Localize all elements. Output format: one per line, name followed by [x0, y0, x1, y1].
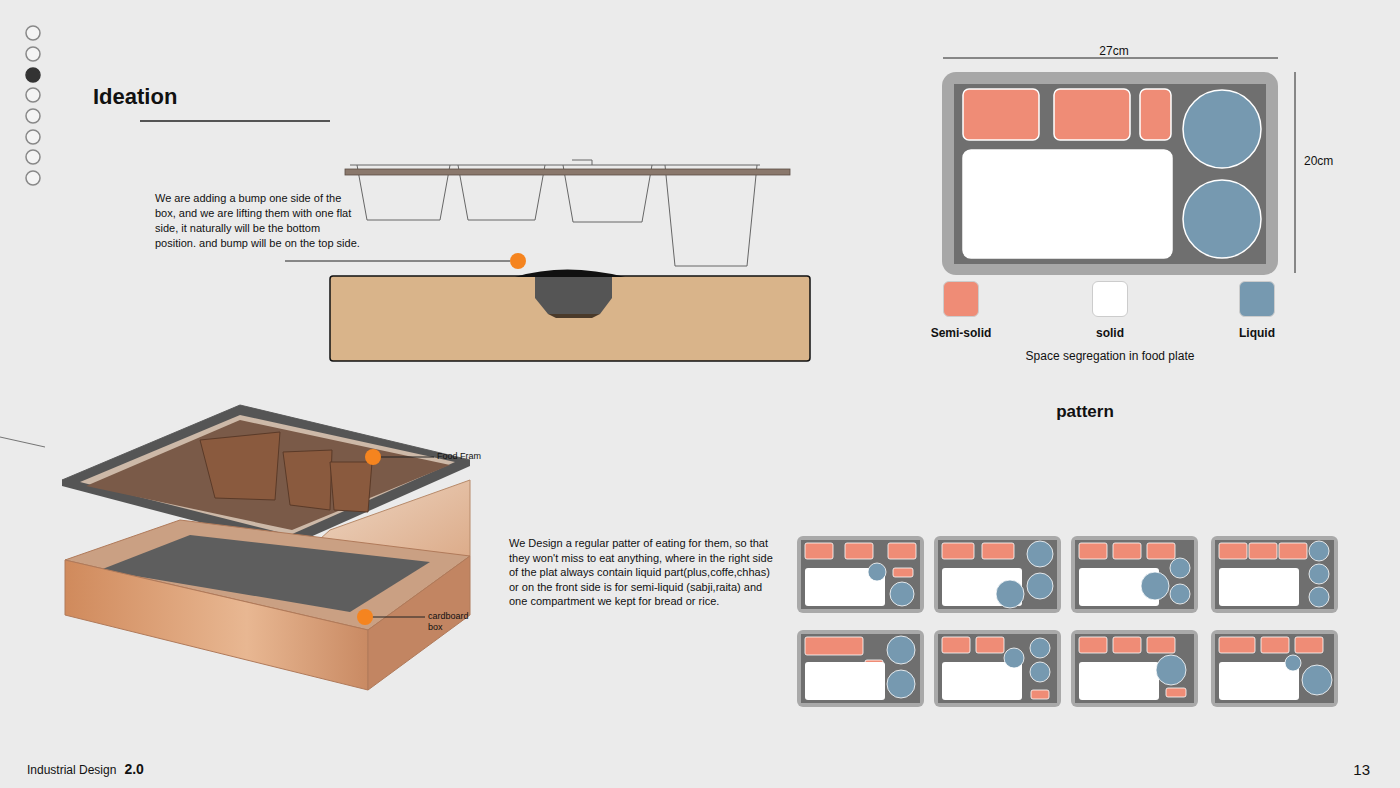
dimension: 27cm: [1099, 44, 1128, 58]
section-heading: pattern: [1056, 402, 1114, 422]
legend-label: Liquid: [1239, 326, 1275, 340]
note-text: We Design a regular patter of eating for…: [509, 536, 781, 609]
page-number: 13: [1353, 761, 1370, 778]
legend-swatch: [1092, 281, 1128, 317]
figure-caption: Space segregation in food plate: [1026, 349, 1195, 363]
footer-text: 2.0: [124, 761, 143, 777]
legend-label: solid: [1096, 326, 1124, 340]
slide-title: Ideation: [93, 84, 177, 110]
legend-label: Semi-solid: [931, 326, 992, 340]
legend-swatch: [943, 281, 979, 317]
part-name: cardboard box: [428, 611, 478, 633]
legend-swatch: [1239, 281, 1275, 317]
note-text: We are adding a bump one side of the box…: [155, 191, 360, 251]
dimension: 20cm: [1304, 154, 1333, 168]
footer-text: Industrial Design: [27, 763, 116, 777]
part-name: Food Fram: [437, 451, 481, 461]
